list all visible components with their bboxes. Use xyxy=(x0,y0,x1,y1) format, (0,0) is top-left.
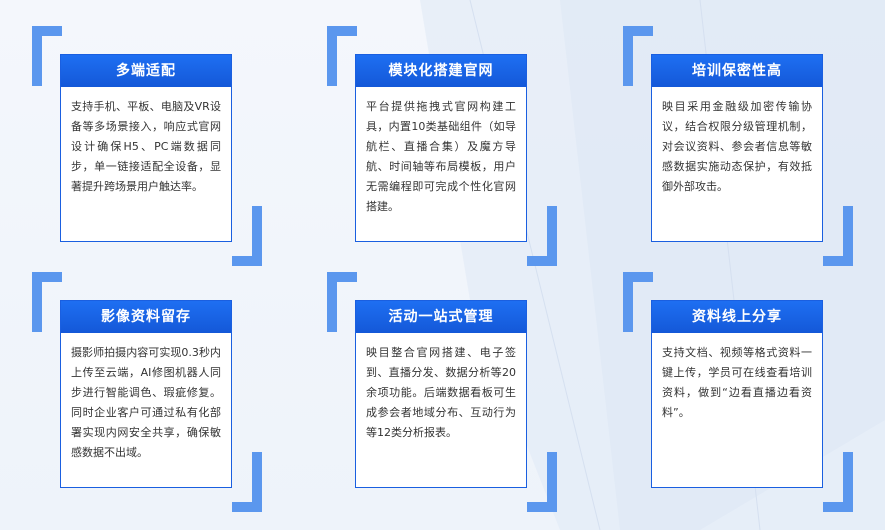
bracket-bottom-right xyxy=(527,452,557,512)
card-panel: 培训保密性高 映目采用金融级加密传输协议，结合权限分级管理机制，对会议资料、参会… xyxy=(651,54,823,242)
feature-card-security: 培训保密性高 映目采用金融级加密传输协议，结合权限分级管理机制，对会议资料、参会… xyxy=(623,26,853,266)
feature-card-online-sharing: 资料线上分享 支持文档、视频等格式资料一键上传，学员可在线查看培训资料，做到“边… xyxy=(623,272,853,512)
card-description: 支持文档、视频等格式资料一键上传，学员可在线查看培训资料，做到“边看直播边看资料… xyxy=(662,346,812,419)
feature-card-image-archive: 影像资料留存 摄影师拍摄内容可实现0.3秒内上传至云端，AI修图机器人同步进行智… xyxy=(32,272,262,512)
bracket-bottom-right xyxy=(232,452,262,512)
card-panel: 模块化搭建官网 平台提供拖拽式官网构建工具，内置10类基础组件（如导航栏、直播合… xyxy=(355,54,527,242)
bracket-top-left xyxy=(623,26,653,86)
card-panel: 活动一站式管理 映目整合官网搭建、电子签到、直播分发、数据分析等20余项功能。后… xyxy=(355,300,527,488)
card-title: 资料线上分享 xyxy=(652,301,822,333)
bracket-bottom-right xyxy=(823,452,853,512)
bracket-top-left xyxy=(623,272,653,332)
bracket-top-left xyxy=(32,26,62,86)
bracket-bottom-right xyxy=(823,206,853,266)
card-description: 支持手机、平板、电脑及VR设备等多场景接入，响应式官网设计确保H5、PC端数据同… xyxy=(71,100,221,193)
feature-card-multi-device: 多端适配 支持手机、平板、电脑及VR设备等多场景接入，响应式官网设计确保H5、P… xyxy=(32,26,262,266)
bracket-top-left xyxy=(327,26,357,86)
card-panel: 资料线上分享 支持文档、视频等格式资料一键上传，学员可在线查看培训资料，做到“边… xyxy=(651,300,823,488)
feature-card-modular-site: 模块化搭建官网 平台提供拖拽式官网构建工具，内置10类基础组件（如导航栏、直播合… xyxy=(327,26,557,266)
card-title: 活动一站式管理 xyxy=(356,301,526,333)
card-panel: 影像资料留存 摄影师拍摄内容可实现0.3秒内上传至云端，AI修图机器人同步进行智… xyxy=(60,300,232,488)
bracket-bottom-right xyxy=(232,206,262,266)
card-description: 摄影师拍摄内容可实现0.3秒内上传至云端，AI修图机器人同步进行智能调色、瑕疵修… xyxy=(71,346,221,459)
card-description: 映目整合官网搭建、电子签到、直播分发、数据分析等20余项功能。后端数据看板可生成… xyxy=(366,346,516,439)
card-panel: 多端适配 支持手机、平板、电脑及VR设备等多场景接入，响应式官网设计确保H5、P… xyxy=(60,54,232,242)
bracket-top-left xyxy=(327,272,357,332)
card-title: 培训保密性高 xyxy=(652,55,822,87)
feature-card-event-management: 活动一站式管理 映目整合官网搭建、电子签到、直播分发、数据分析等20余项功能。后… xyxy=(327,272,557,512)
card-description: 平台提供拖拽式官网构建工具，内置10类基础组件（如导航栏、直播合集）及魔方导航、… xyxy=(366,100,516,213)
bracket-top-left xyxy=(32,272,62,332)
card-description: 映目采用金融级加密传输协议，结合权限分级管理机制，对会议资料、参会者信息等敏感数… xyxy=(662,100,812,193)
card-title: 多端适配 xyxy=(61,55,231,87)
card-title: 影像资料留存 xyxy=(61,301,231,333)
bracket-bottom-right xyxy=(527,206,557,266)
card-title: 模块化搭建官网 xyxy=(356,55,526,87)
